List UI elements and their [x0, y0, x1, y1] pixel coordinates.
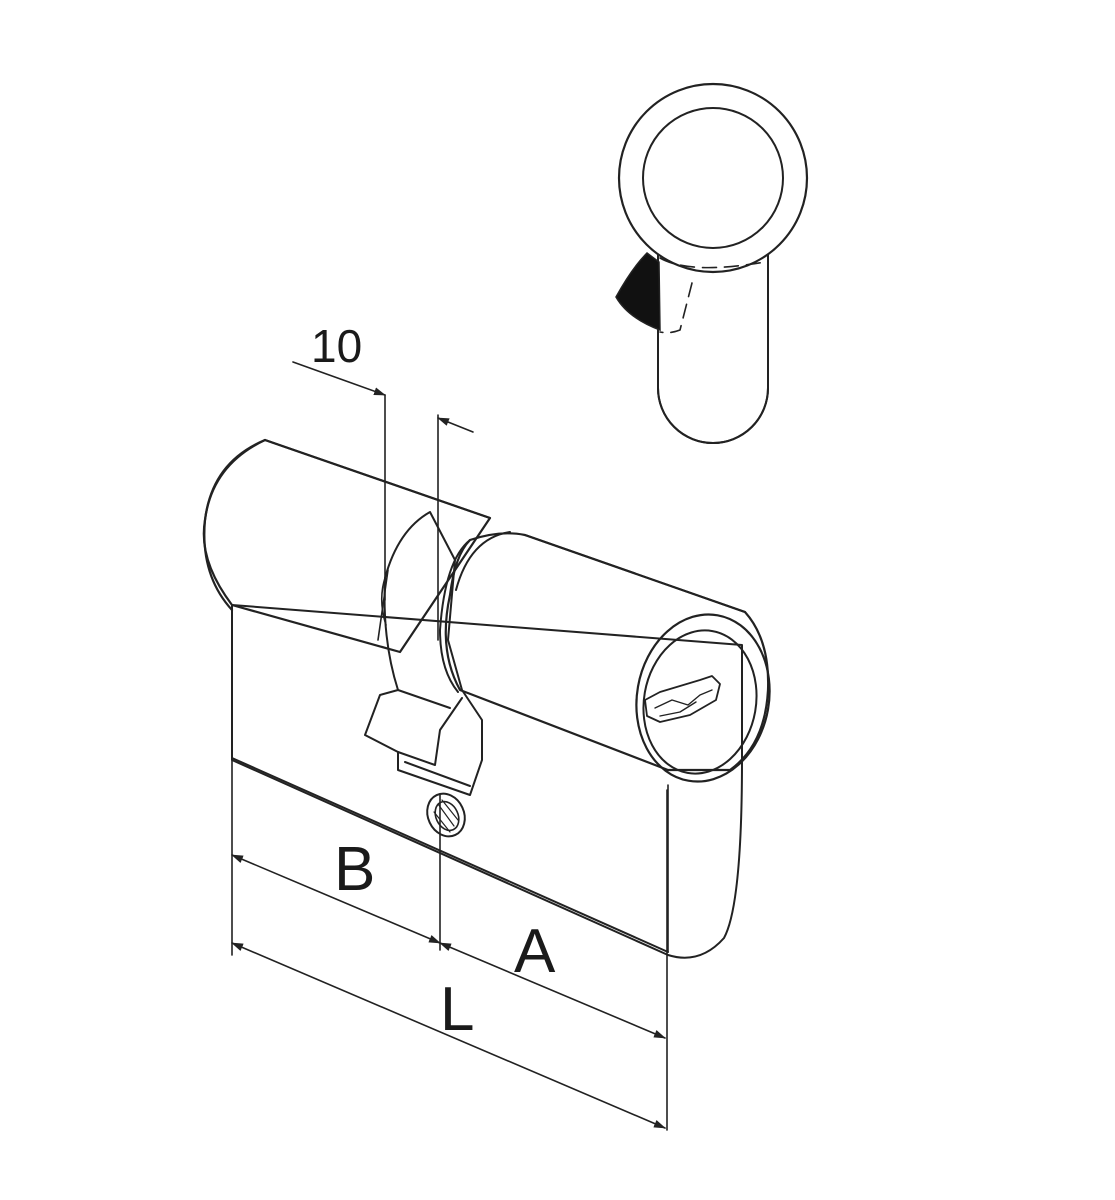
profile-inner-ring [642, 107, 784, 249]
label-10: 10 [311, 320, 362, 372]
right-plug [444, 532, 770, 772]
keyhole-profile [615, 82, 809, 444]
keyway-icon [644, 675, 721, 723]
label-l: L [440, 975, 474, 1044]
dimension-lines [231, 361, 668, 1131]
cam-icon [615, 252, 661, 332]
screw-hole [426, 792, 466, 838]
profile-outer-ring [617, 82, 809, 274]
dimension-line-l [231, 942, 666, 1129]
euro-cylinder [202, 438, 771, 959]
dimension-line-10 [292, 361, 386, 396]
dimension-line-b [231, 854, 441, 944]
front-face-outer [635, 613, 771, 783]
cylinder-lower-body [231, 604, 743, 959]
profile-hidden-line [659, 257, 766, 269]
label-b: B [334, 835, 375, 904]
cam-slot [364, 511, 483, 796]
profile-stem [657, 254, 769, 444]
front-face-inner [642, 629, 758, 775]
label-a: A [514, 917, 556, 986]
